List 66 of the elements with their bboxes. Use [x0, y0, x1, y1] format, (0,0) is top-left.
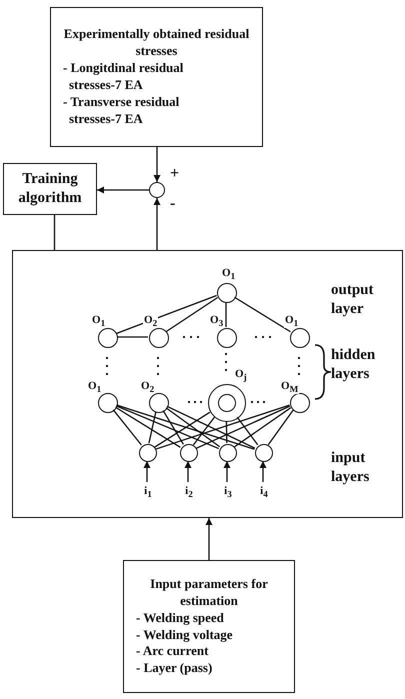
box-heading: Experimentally obtained residual stresses	[62, 26, 250, 60]
arrow	[260, 461, 266, 482]
neuron-label: O$_{2}$	[140, 381, 156, 394]
connector-line	[234, 407, 292, 448]
box-heading: Training algorithm	[17, 170, 83, 208]
connector-line	[234, 296, 291, 332]
neuron-circle	[219, 444, 237, 462]
list-item: - Welding voltage	[135, 626, 234, 644]
connector-line	[54, 215, 56, 250]
connector-line	[236, 416, 258, 446]
connector-line	[192, 416, 216, 446]
connector-line	[166, 296, 218, 332]
process-box	[123, 560, 295, 693]
neuron-label: O$_{M}$	[280, 381, 300, 394]
connector-line	[155, 404, 290, 450]
list-item: - Transverse residual stresses-7 EA	[62, 94, 180, 128]
process-box	[50, 7, 263, 147]
neuron-label: O$_{3}$	[209, 315, 224, 328]
neuron-circle	[217, 283, 237, 303]
neuron-circle	[255, 444, 273, 462]
arrow	[154, 198, 160, 250]
connector-line	[112, 409, 142, 446]
input-label: i$_{2}$	[182, 483, 196, 501]
summing-junction	[149, 182, 165, 198]
neuron-circle	[139, 444, 157, 462]
connector-line	[196, 406, 290, 449]
neuron-label: O$_{1}$	[221, 268, 236, 282]
connector-line	[226, 420, 228, 444]
layer-label: input layers	[331, 449, 370, 486]
connector-line	[166, 406, 256, 449]
connector-line	[116, 294, 217, 334]
process-box	[3, 163, 97, 215]
box-heading: Input parameters for estimation	[149, 576, 269, 610]
arrow	[224, 461, 230, 482]
list-item: - Welding speed	[135, 610, 225, 626]
connector-line	[225, 302, 227, 327]
arrow	[184, 461, 192, 482]
connector-line	[116, 405, 219, 450]
neuron-circle	[180, 444, 198, 462]
connector-line	[148, 412, 156, 444]
neuron-label: O$_{1}$	[87, 381, 102, 394]
arrow	[144, 461, 150, 482]
neuron-label: O$_{2}$	[143, 315, 158, 328]
connector-line	[162, 410, 184, 445]
connector-line	[116, 404, 255, 450]
connector-line	[268, 410, 294, 446]
neuron-circle	[208, 384, 246, 422]
input-label: i$_{3}$	[221, 483, 235, 501]
layer-label: hidden layers	[331, 346, 376, 384]
list-item: - Layer (pass)	[135, 660, 214, 678]
layer-label: output layer	[331, 281, 375, 318]
neuron-label: O$_{1}$	[91, 315, 106, 328]
connector-line	[154, 412, 210, 448]
connector-line	[117, 336, 148, 338]
network-panel	[12, 250, 403, 518]
neuron-label: O$_{1}$	[284, 315, 300, 328]
list-item: - Longitdinal residual stresses-7 EA	[62, 60, 184, 94]
arrow	[154, 147, 160, 182]
input-label: i$_{1}$	[141, 483, 155, 501]
neuron-label: O$_{j}$	[234, 369, 248, 382]
input-label: i$_{4}$	[257, 483, 271, 501]
connector-line	[166, 407, 220, 448]
arrow	[206, 518, 212, 560]
connector-line	[115, 406, 181, 448]
list-item: - Arc current	[135, 643, 210, 660]
arrow	[97, 186, 149, 194]
